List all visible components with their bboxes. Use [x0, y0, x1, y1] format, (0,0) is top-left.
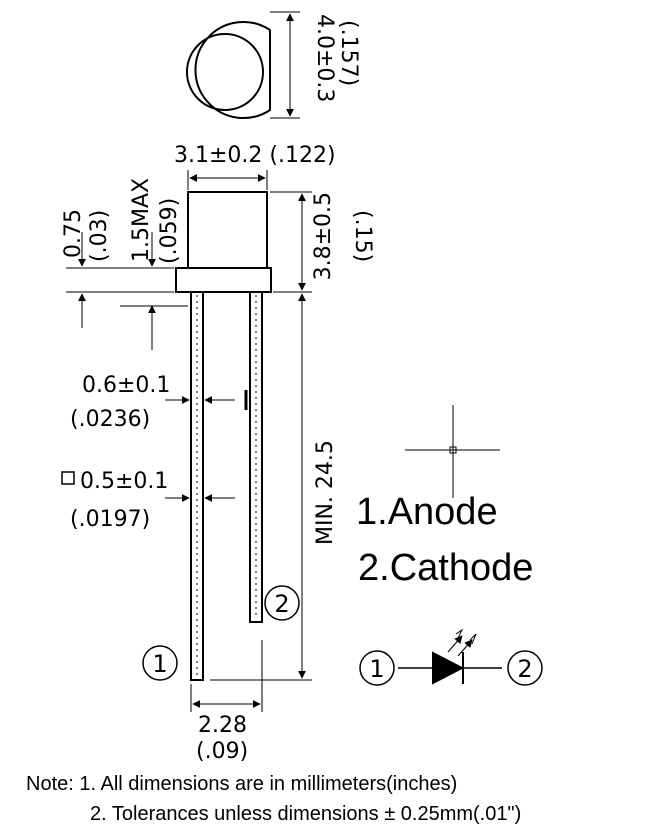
pin1-marker: 1	[152, 650, 167, 678]
schematic-pin2-circle	[507, 650, 543, 686]
led-schematic-symbol	[398, 628, 502, 685]
pin2-circle	[264, 585, 300, 621]
note-line-1: Note: 1. All dimensions are in millimete…	[26, 773, 457, 795]
pin1-circle	[142, 645, 178, 681]
pin2-marker: 2	[274, 590, 289, 618]
flange-label: 0.75	[61, 209, 86, 258]
dome-max-inch-label: (.059)	[157, 198, 182, 264]
body-height-label: 3.8±0.5	[311, 192, 336, 280]
schematic-pin1-circle	[359, 650, 395, 686]
body-height-inch-label: (.15)	[350, 210, 375, 262]
diameter-label: 4.0±0.3	[312, 14, 337, 102]
pitch-label: 2.28	[198, 713, 247, 738]
lead-1-anode	[190, 291, 204, 681]
body-width-dimension	[187, 170, 268, 190]
square-symbol	[61, 471, 75, 485]
body-width-label: 3.1±0.2 (.122)	[174, 143, 336, 168]
lead-length-dimension	[210, 293, 312, 681]
pin1-label: 1.Anode	[356, 491, 498, 533]
pin2-label: 2.Cathode	[358, 547, 533, 589]
lead-width-label: 0.6±0.1	[82, 373, 170, 398]
schematic-pin1-marker: 1	[369, 655, 384, 683]
crosshair-mark	[405, 405, 500, 498]
led-body-side-view	[175, 191, 272, 293]
flange-inch-label: (.03)	[87, 210, 112, 262]
flange-dimension	[66, 232, 188, 350]
lead-width-dimension	[165, 396, 235, 502]
diameter-dimension	[270, 11, 300, 119]
lead-2-cathode	[244, 291, 263, 623]
schematic-pin2-marker: 2	[517, 655, 532, 683]
note-line-2: 2. Tolerances unless dimensions ± 0.25mm…	[90, 803, 521, 825]
body-height-dimension	[270, 191, 312, 293]
diameter-inch-label: (.157)	[336, 20, 361, 86]
lead-width-inch-label: (.0236)	[70, 407, 150, 432]
lead-square-inch-label: (.0197)	[70, 507, 150, 532]
dome-max-label: 1.5MAX	[129, 178, 154, 262]
lead-square-label: 0.5±0.1	[80, 469, 168, 494]
pitch-dimension	[190, 640, 263, 712]
lead-length-label: MIN. 24.5	[313, 440, 338, 545]
pitch-inch-label: (.09)	[196, 739, 248, 764]
led-top-view	[186, 21, 271, 119]
